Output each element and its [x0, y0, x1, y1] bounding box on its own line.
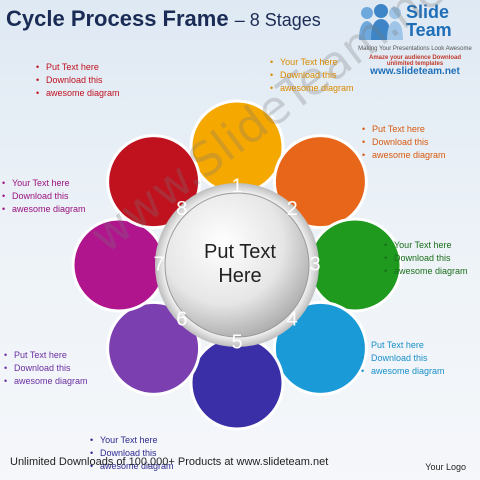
note-line: Download this — [4, 362, 88, 375]
note-stage-7: Your Text hereDownload thisawesome diagr… — [2, 177, 86, 216]
stage-number-4: 4 — [287, 308, 298, 330]
note-line: awesome diagram — [4, 375, 88, 388]
note-line: Download this — [90, 447, 174, 460]
stage-number-3: 3 — [309, 253, 320, 275]
logo-url: www.slideteam.net — [370, 66, 460, 77]
stage-petal-8 — [106, 134, 202, 230]
stage-petal-7 — [71, 217, 167, 313]
note-line: Your Text here — [90, 434, 174, 447]
note-stage-6: Put Text hereDownload thisawesome diagra… — [4, 349, 88, 388]
page-title: Cycle Process Frame – 8 Stages — [6, 6, 321, 32]
stage-number-7: 7 — [153, 253, 164, 275]
note-line: Download this — [36, 74, 120, 87]
note-line: Put Text here — [36, 61, 120, 74]
stage-number-8: 8 — [176, 198, 187, 220]
logo-line1: Slide — [406, 2, 450, 22]
note-stage-3: Your Text hereDownload thisawesome diagr… — [384, 239, 468, 278]
center-line1: Put Text — [204, 241, 276, 263]
note-line: Your Text here — [384, 239, 468, 252]
stage-numbers: 1 2 3 4 5 6 7 8 — [153, 175, 320, 353]
stage-petal-2 — [272, 134, 368, 230]
note-line: Download this — [361, 352, 445, 365]
stage-number-6: 6 — [176, 308, 187, 330]
footer-text: Unlimited Downloads of 100,000+ Products… — [10, 456, 329, 468]
note-stage-1: Your Text hereDownload thisawesome diagr… — [270, 56, 354, 95]
note-line: Download this — [362, 136, 446, 149]
note-line: awesome diagram — [90, 460, 174, 473]
note-line: Put Text here — [4, 349, 88, 362]
people-icon — [359, 4, 403, 40]
note-line: Put Text here — [362, 123, 446, 136]
logo-tagline: Making Your Presentations Look Awesome — [358, 46, 472, 52]
title-sub: – 8 Stages — [234, 10, 321, 30]
note-line: awesome diagram — [362, 149, 446, 162]
note-line: Your Text here — [2, 177, 86, 190]
stage-number-2: 2 — [287, 198, 298, 220]
your-logo-label: Your Logo — [425, 462, 466, 472]
stage-petal-6 — [106, 300, 202, 396]
stage-number-1: 1 — [231, 175, 242, 197]
title-main: Cycle Process Frame — [6, 6, 229, 31]
center-line2: Here — [218, 265, 262, 287]
center-label: Put Text Here — [190, 240, 290, 288]
note-stage-5: Your Text hereDownload thisawesome diagr… — [90, 434, 174, 473]
note-line: Put Text here — [361, 339, 445, 352]
slideteam-logo[interactable]: Slide Team Making Your Presentations Loo… — [356, 2, 474, 84]
note-stage-8: Put Text hereDownload thisawesome diagra… — [36, 61, 120, 100]
note-stage-2: Put Text hereDownload thisawesome diagra… — [362, 123, 446, 162]
note-line: Download this — [270, 69, 354, 82]
note-line: Download this — [384, 252, 468, 265]
note-line: awesome diagram — [270, 82, 354, 95]
stage-number-5: 5 — [231, 331, 242, 353]
logo-line2: Team — [406, 20, 452, 40]
note-line: Download this — [2, 190, 86, 203]
note-stage-4: Put Text hereDownload thisawesome diagra… — [361, 339, 445, 378]
note-line: awesome diagram — [36, 87, 120, 100]
note-line: Your Text here — [270, 56, 354, 69]
note-line: awesome diagram — [384, 265, 468, 278]
center-circle — [164, 192, 310, 338]
note-line: awesome diagram — [361, 365, 445, 378]
stage-petals — [71, 99, 403, 431]
logo-tagline2: Amaze your audience Download unlimited t… — [368, 55, 462, 67]
note-line: awesome diagram — [2, 203, 86, 216]
